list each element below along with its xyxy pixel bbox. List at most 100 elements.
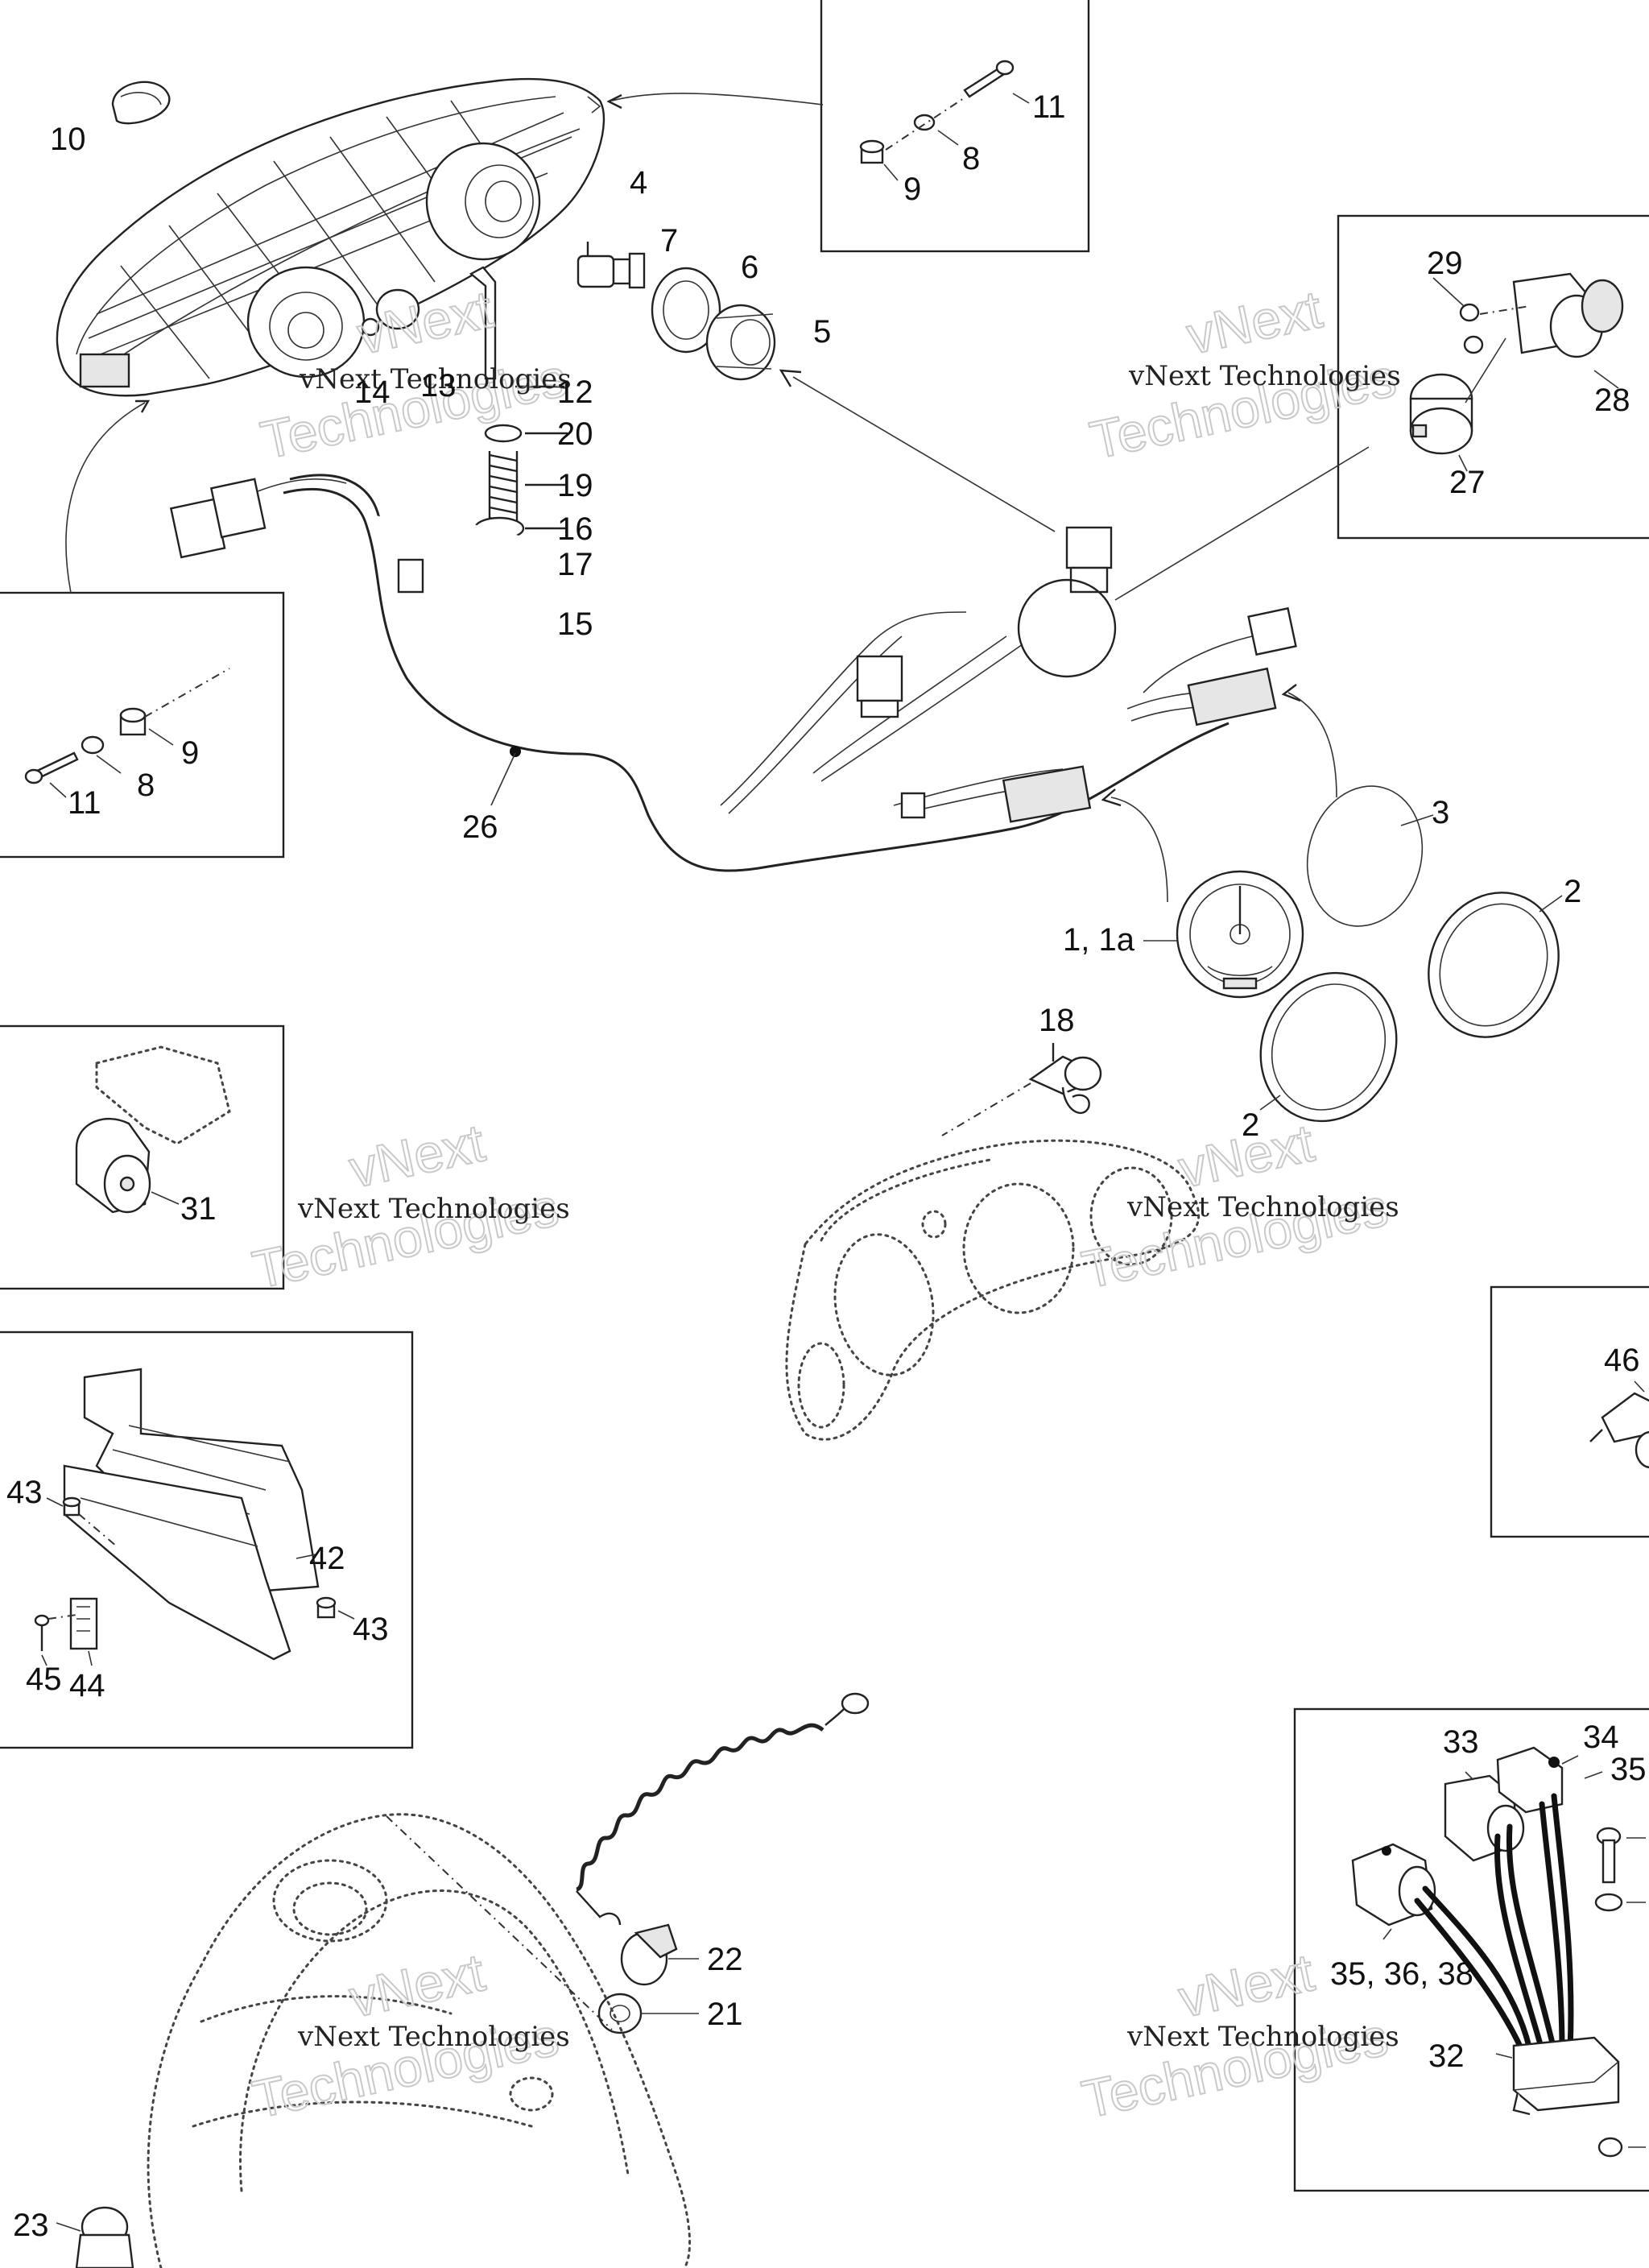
inset-box-top-screws — [820, 0, 1090, 253]
screw-part-11-left — [24, 751, 79, 784]
label-2-lower: 2 — [1242, 1107, 1259, 1143]
label-31: 31 — [180, 1191, 217, 1227]
spring-part-19 — [488, 451, 519, 525]
bracket-part-28 — [1512, 272, 1624, 358]
label-2-upper: 2 — [1564, 874, 1581, 909]
label-27: 27 — [1449, 465, 1486, 500]
grommet-part-13 — [375, 288, 420, 330]
switch-part-46 — [1589, 1392, 1649, 1469]
inset-box-right-relay — [1337, 214, 1649, 540]
label-15: 15 — [557, 606, 593, 642]
label-34: 34 — [1583, 1720, 1619, 1755]
svg-text:vNext Technologies: vNext Technologies — [297, 1193, 570, 1225]
harness-connector-right-top — [1247, 606, 1297, 656]
ring-part-6 — [651, 267, 721, 354]
label-19: 19 — [557, 468, 593, 503]
tether-ring-part-21 — [597, 1993, 643, 2034]
inset-box-left-screws — [0, 591, 285, 859]
watermark-3: Technologies vNext vNext Technologies — [247, 1111, 570, 1300]
washer-part-8-left — [81, 735, 105, 755]
nut-part-29 — [1459, 303, 1484, 354]
label-46: 46 — [1604, 1343, 1640, 1378]
tether-cap-part-22 — [620, 1923, 678, 1986]
regulator-wires — [1414, 1793, 1574, 2053]
watermark-5: Technologies vNext vNext Technologies — [247, 1941, 570, 2129]
washer-part-20 — [484, 424, 523, 443]
label-8-left: 8 — [137, 768, 155, 803]
svg-text:vNext: vNext — [345, 1942, 490, 2028]
label-17: 17 — [557, 547, 593, 582]
inset-box-regulator — [1293, 1707, 1649, 2192]
bulb-part-7 — [577, 242, 646, 289]
inset-box-bracket — [0, 1331, 414, 1749]
label-20: 20 — [557, 416, 593, 452]
boot-part-5 — [705, 304, 776, 381]
connector-part-31 — [75, 1117, 151, 1214]
bracket-part-42 — [63, 1368, 320, 1661]
gauge-part-1 — [1176, 870, 1304, 999]
nut-part-43-b — [316, 1596, 337, 1619]
svg-text:vNext: vNext — [345, 1112, 490, 1198]
key-switch-part-18 — [1028, 1043, 1102, 1115]
svg-text:vNext: vNext — [1174, 1942, 1319, 2028]
harness-connector-mid — [856, 655, 903, 718]
svg-text:vNext Technologies: vNext Technologies — [1126, 2021, 1399, 2053]
wiring-harness-part-26 — [283, 474, 1273, 872]
label-10: 10 — [50, 122, 86, 157]
washer-regulator — [1594, 1893, 1623, 1912]
svg-text:vNext Technologies: vNext Technologies — [299, 363, 572, 395]
svg-text:vNext: vNext — [1182, 279, 1327, 365]
harness-connector-mid-top — [1065, 526, 1113, 594]
svg-text:vNext Technologies: vNext Technologies — [1126, 1191, 1399, 1223]
label-11-top: 11 — [1032, 89, 1066, 125]
label-9-left: 9 — [181, 735, 199, 771]
harness-connector-right — [1187, 667, 1277, 726]
bezel-part-2-lower — [1259, 971, 1398, 1123]
label-43-b: 43 — [353, 1612, 389, 1647]
screw-part-45 — [34, 1614, 50, 1651]
label-32: 32 — [1428, 2038, 1465, 2074]
svg-text:vNext Technologies: vNext Technologies — [1128, 360, 1401, 392]
nut-part-43-a — [62, 1496, 81, 1517]
harness-connector-left — [169, 478, 347, 559]
label-14: 14 — [354, 375, 391, 410]
tether-cord — [575, 1692, 870, 1926]
rod-part-12 — [469, 266, 497, 380]
leader-arrow-to-headlight-left — [65, 402, 146, 594]
label-35: 35 — [1610, 1752, 1647, 1787]
inset-box-left-connector — [0, 1024, 285, 1290]
svg-text:vNext Technologies: vNext Technologies — [297, 2021, 570, 2053]
connector-part-34 — [1496, 1746, 1564, 1814]
label-9-top: 9 — [903, 172, 921, 207]
console-ghost — [147, 1813, 692, 2268]
watermark-4: Technologies vNext vNext Technologies — [1077, 1111, 1399, 1300]
label-7: 7 — [660, 223, 678, 259]
dashboard-panel-ghost — [785, 1139, 1200, 1441]
label-6: 6 — [741, 250, 758, 285]
inset-box-right-46 — [1490, 1285, 1649, 1538]
label-5: 5 — [813, 314, 831, 350]
connector-part-35-36-38 — [1351, 1843, 1436, 1927]
harness-connector-lower — [900, 765, 1092, 823]
label-8-top: 8 — [962, 141, 980, 176]
label-26: 26 — [462, 809, 498, 845]
nut-regulator — [1597, 2137, 1623, 2158]
label-11-left: 11 — [68, 785, 101, 821]
cover-part-3 — [1306, 785, 1424, 927]
label-45: 45 — [26, 1662, 62, 1697]
label-35-36-38: 35, 36, 38 — [1330, 1956, 1473, 1992]
watermark-2: Technologies vNext vNext Technologies — [1085, 278, 1402, 470]
label-4: 4 — [630, 165, 647, 201]
part-labels: 10 4 7 6 5 14 13 12 20 19 16 17 15 11 8 … — [6, 89, 1647, 2243]
regulator-part-32 — [1512, 2036, 1620, 2116]
label-42: 42 — [309, 1541, 345, 1576]
label-3: 3 — [1432, 795, 1449, 830]
label-1-1a: 1, 1a — [1063, 922, 1135, 958]
bushing-part-9-top — [859, 139, 885, 164]
harness-small-clip — [397, 558, 424, 594]
screw-part-11-top — [963, 60, 1015, 98]
bulb-part-23 — [75, 2206, 134, 2268]
label-44: 44 — [69, 1668, 105, 1703]
bezel-part-2-upper — [1428, 892, 1560, 1038]
